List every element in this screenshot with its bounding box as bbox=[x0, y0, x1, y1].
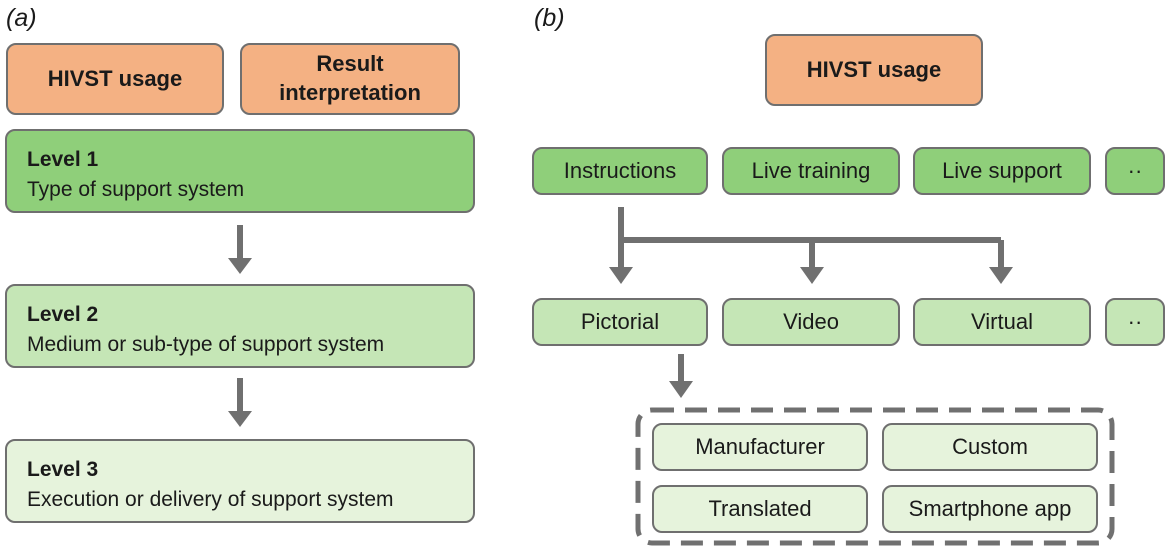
arrowhead-video bbox=[800, 267, 824, 284]
panel-a-label: (a) bbox=[6, 4, 37, 32]
manufacturer-label: Manufacturer bbox=[695, 434, 825, 459]
result-interpretation-box: Result interpretation bbox=[240, 43, 460, 115]
more-level2-box: ·· bbox=[1105, 298, 1165, 346]
instructions-label: Instructions bbox=[563, 158, 677, 183]
live-training-label: Live training bbox=[751, 158, 871, 183]
video-box: Video bbox=[722, 298, 900, 346]
b-hivst-usage-label: HIVST usage bbox=[806, 56, 942, 82]
virtual-label: Virtual bbox=[971, 309, 1033, 334]
more-level1-box: ·· bbox=[1105, 147, 1165, 195]
hivst-usage-label: HIVST usage bbox=[47, 65, 183, 91]
manufacturer-box: Manufacturer bbox=[652, 423, 868, 471]
b-hivst-usage-box: HIVST usage bbox=[765, 34, 983, 106]
arrowhead-pictorial bbox=[609, 267, 633, 284]
instructions-box: Instructions bbox=[532, 147, 708, 195]
level-1-box: Level 1 Type of support system bbox=[5, 129, 475, 213]
level-2-box: Level 2 Medium or sub-type of support sy… bbox=[5, 284, 475, 368]
pictorial-box: Pictorial bbox=[532, 298, 708, 346]
video-label: Video bbox=[783, 309, 839, 334]
level-1-desc: Type of support system bbox=[27, 178, 245, 202]
hivst-usage-box: HIVST usage bbox=[6, 43, 224, 115]
live-support-box: Live support bbox=[913, 147, 1091, 195]
level-1-title: Level 1 bbox=[27, 148, 99, 171]
pictorial-label: Pictorial bbox=[580, 309, 660, 334]
virtual-box: Virtual bbox=[913, 298, 1091, 346]
custom-label: Custom bbox=[952, 434, 1028, 459]
level-2-title: Level 2 bbox=[27, 303, 99, 326]
level-2-desc: Medium or sub-type of support system bbox=[27, 333, 385, 357]
arrowhead-a1 bbox=[228, 258, 252, 274]
panel-b-label: (b) bbox=[534, 4, 565, 32]
custom-box: Custom bbox=[882, 423, 1098, 471]
translated-label: Translated bbox=[708, 496, 812, 521]
arrowhead-group bbox=[669, 381, 693, 398]
live-support-label: Live support bbox=[942, 158, 1062, 183]
level-3-desc: Execution or delivery of support system bbox=[27, 488, 394, 512]
live-training-box: Live training bbox=[722, 147, 900, 195]
level-3-title: Level 3 bbox=[27, 458, 99, 481]
more-level1-label: ·· bbox=[1127, 158, 1143, 183]
smartphone-app-box: Smartphone app bbox=[882, 485, 1098, 533]
result-interpretation-label: Result interpretation bbox=[279, 51, 421, 105]
arrowhead-a2 bbox=[228, 411, 252, 427]
translated-box: Translated bbox=[652, 485, 868, 533]
more-level2-label: ·· bbox=[1127, 309, 1143, 334]
arrowhead-virtual bbox=[989, 267, 1013, 284]
level-3-box: Level 3 Execution or delivery of support… bbox=[5, 439, 475, 523]
smartphone-app-label: Smartphone app bbox=[908, 496, 1072, 521]
